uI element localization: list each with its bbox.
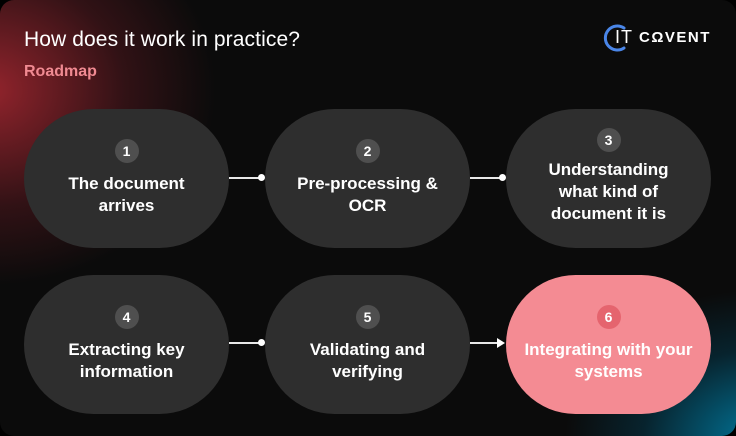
page-subtitle: Roadmap: [24, 63, 97, 80]
connector-5-6: [470, 342, 498, 344]
step-number: 2: [355, 139, 380, 163]
step-number: 6: [596, 305, 621, 329]
step-label: The document arrives: [68, 174, 185, 215]
connector-dot-4-5: [258, 339, 265, 346]
step-number: 1: [114, 139, 139, 163]
step-label: Validating and verifying: [309, 340, 426, 381]
step-label: Understanding what kind of document it i…: [548, 160, 669, 223]
step-label: Integrating with your systems: [524, 340, 693, 381]
step-node-4: 4 Extracting key information: [24, 275, 229, 414]
page-title: How does it work in practice?: [24, 28, 301, 51]
connector-4-5: [229, 342, 262, 344]
step-node-3: 3 Understanding what kind of document it…: [506, 109, 711, 248]
connector-dot-1-2: [258, 174, 265, 181]
step-label: Extracting key information: [68, 340, 185, 381]
step-number: 5: [355, 305, 380, 329]
step-label: Pre-processing & OCR: [297, 174, 438, 215]
company-logo: IT CΩVENT: [602, 23, 714, 53]
logo-ring-icon: [603, 24, 626, 52]
step-number: 3: [596, 128, 621, 152]
step-node-1: 1 The document arrives: [24, 109, 229, 248]
connector-2-3: [470, 177, 503, 179]
step-node-6: 6 Integrating with your systems: [506, 275, 711, 414]
logo-wordmark: CΩVENT: [639, 29, 711, 46]
connector-1-2: [229, 177, 262, 179]
step-number: 4: [114, 305, 139, 329]
connector-dot-2-3: [499, 174, 506, 181]
step-node-2: 2 Pre-processing & OCR: [265, 109, 470, 248]
logo-it-text: IT: [615, 27, 633, 47]
step-node-5: 5 Validating and verifying: [265, 275, 470, 414]
arrow-5-6-icon: [497, 338, 505, 348]
